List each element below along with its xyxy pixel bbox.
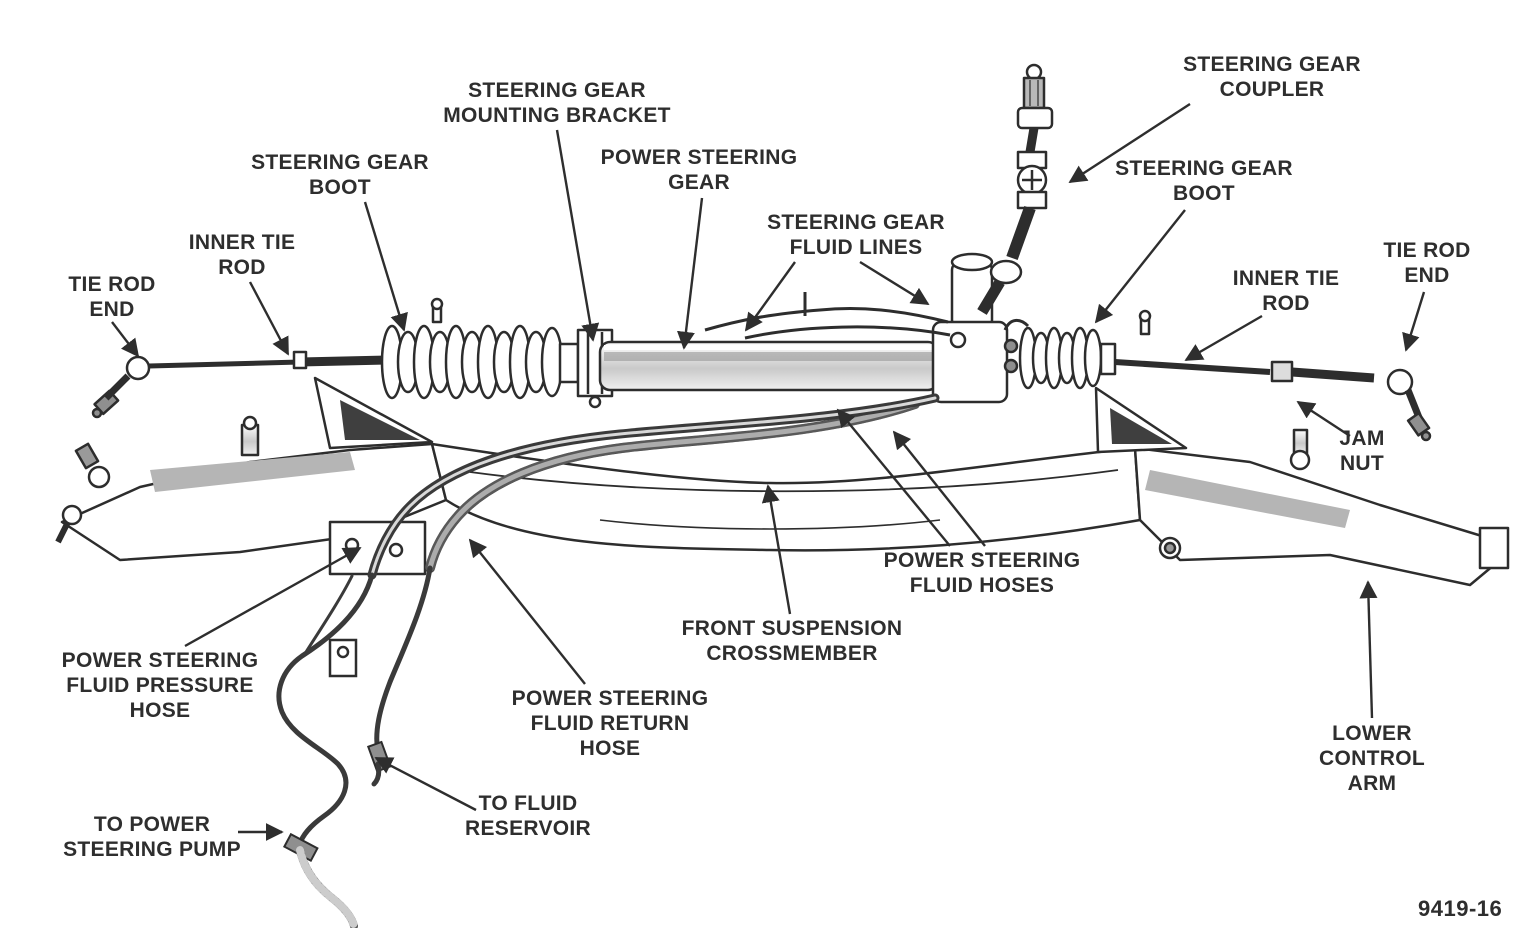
- leader-return-hose: [468, 538, 586, 685]
- right-ball-joint-upper: [1289, 428, 1311, 471]
- label-jam-nut: JAM NUT: [1339, 427, 1385, 475]
- left-clamp: [292, 350, 308, 370]
- inner-tie-rod-right: [1114, 359, 1271, 375]
- left-arm-shading: [150, 452, 355, 492]
- leader-pressure-hose: [184, 546, 362, 648]
- leader-boot-right: [1094, 209, 1186, 324]
- leader-boot-left: [363, 201, 408, 332]
- leader-coupler: [1068, 102, 1191, 184]
- jam-nut: [1270, 360, 1294, 383]
- right-ball-joint-lower: [1158, 536, 1182, 560]
- power-steering-fluid-hoses: [276, 393, 940, 928]
- right-gusset-dark: [1110, 408, 1172, 444]
- leader-to-fluid-reservoir: [374, 756, 477, 812]
- leader-tie-rod-end-left: [111, 321, 140, 358]
- label-power-steering-fluid-return-hose: POWER STEERING FLUID RETURN HOSE: [511, 687, 709, 760]
- steering-valve-housing: [931, 252, 1019, 404]
- leader-fluid-lines-2: [859, 260, 930, 306]
- label-steering-gear-coupler: STEERING GEAR COUPLER: [1183, 53, 1361, 101]
- steering-gear-coupler: [977, 63, 1054, 315]
- leader-lower-control-arm: [1359, 580, 1378, 719]
- outer-tie-rod-right: [1291, 367, 1375, 383]
- steering-gear-boot-right: [1018, 309, 1152, 390]
- inner-tie-rod-left: [148, 359, 301, 369]
- left-ball-joint-upper: [74, 442, 111, 489]
- label-inner-tie-rod-right: INNER TIE ROD: [1232, 267, 1340, 315]
- left-ball-joint-lower: [55, 504, 83, 544]
- right-arm-shading: [1145, 470, 1350, 528]
- leader-inner-tie-rod-right: [1184, 314, 1263, 362]
- figure-number: 9419-16: [1418, 896, 1503, 921]
- label-inner-tie-rod-left: INNER TIE ROD: [188, 231, 296, 279]
- label-to-power-steering-pump: TO POWER STEERING PUMP: [63, 813, 241, 861]
- leader-crossmember: [761, 484, 792, 615]
- power-steering-gear-body: [598, 340, 940, 392]
- fluid-pressure-hose: [276, 393, 940, 928]
- label-tie-rod-end-left: TIE ROD END: [68, 273, 156, 321]
- leader-power-steering-gear: [676, 197, 704, 350]
- label-front-suspension-crossmember: FRONT SUSPENSION CROSSMEMBER: [681, 617, 903, 665]
- label-steering-gear-boot-right: STEERING GEAR BOOT: [1115, 157, 1293, 205]
- leader-fluid-hoses-2: [892, 430, 986, 547]
- front-suspension-crossmember: [55, 376, 1510, 587]
- crossmember-lower-arc: [599, 519, 941, 530]
- label-steering-gear-mounting-bracket: STEERING GEAR MOUNTING BRACKET: [443, 79, 671, 127]
- right-end-bracket: [1478, 526, 1510, 570]
- left-gusset-dark: [340, 400, 420, 440]
- fluid-return-hose: [366, 399, 920, 787]
- leader-mounting-bracket: [555, 129, 600, 342]
- label-steering-gear-boot-left: STEERING GEAR BOOT: [251, 151, 429, 199]
- label-power-steering-fluid-hoses: POWER STEERING FLUID HOSES: [883, 549, 1081, 597]
- leader-tie-rod-end-right: [1402, 291, 1426, 352]
- label-tie-rod-end-right: TIE ROD END: [1383, 239, 1471, 287]
- left-adjuster-rod: [299, 355, 391, 367]
- leader-jam-nut: [1296, 400, 1351, 438]
- label-lower-control-arm: LOWER CONTROL ARM: [1319, 722, 1425, 795]
- label-power-steering-gear: POWER STEERING GEAR: [600, 146, 798, 194]
- steering-gear-boot-left: [380, 297, 580, 400]
- steering-gear-fluid-lines: [704, 292, 1030, 340]
- leader-fluid-hoses-1: [836, 408, 951, 547]
- crossmember-contour: [469, 469, 1119, 493]
- label-steering-gear-fluid-lines: STEERING GEAR FLUID LINES: [767, 211, 945, 259]
- leader-fluid-lines-1: [744, 261, 796, 332]
- left-bushing-stud: [240, 415, 260, 457]
- tie-rod-end-left: [91, 355, 151, 419]
- label-power-steering-fluid-pressure-hose: POWER STEERING FLUID PRESSURE HOSE: [61, 649, 259, 722]
- hose-clamp-bracket: [328, 638, 358, 678]
- tie-rod-end-right: [1386, 368, 1432, 442]
- leader-inner-tie-rod-left: [248, 281, 290, 356]
- label-to-fluid-reservoir: TO FLUID RESERVOIR: [464, 792, 592, 840]
